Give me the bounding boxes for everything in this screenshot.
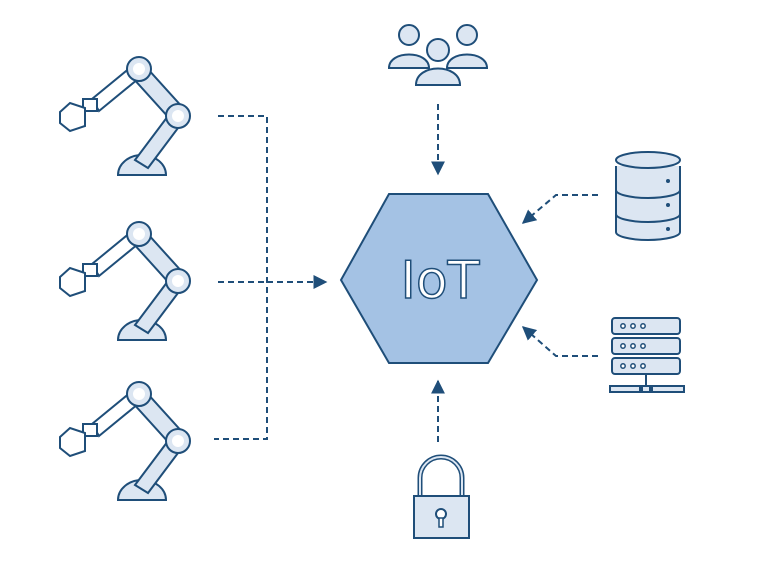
lock-icon xyxy=(413,454,470,539)
robot-arm-icon xyxy=(59,56,191,176)
users-icon xyxy=(387,24,489,86)
server-rack-icon xyxy=(609,317,685,393)
robot-arm-icon xyxy=(59,381,191,501)
robot-arm-icon xyxy=(59,221,191,341)
database-icon xyxy=(615,151,681,241)
iot-hub xyxy=(339,193,539,364)
database-arrow xyxy=(521,194,598,224)
robot-connectors xyxy=(214,115,328,440)
iot-hub-label: IoT xyxy=(401,251,480,311)
server-arrow xyxy=(521,326,598,357)
